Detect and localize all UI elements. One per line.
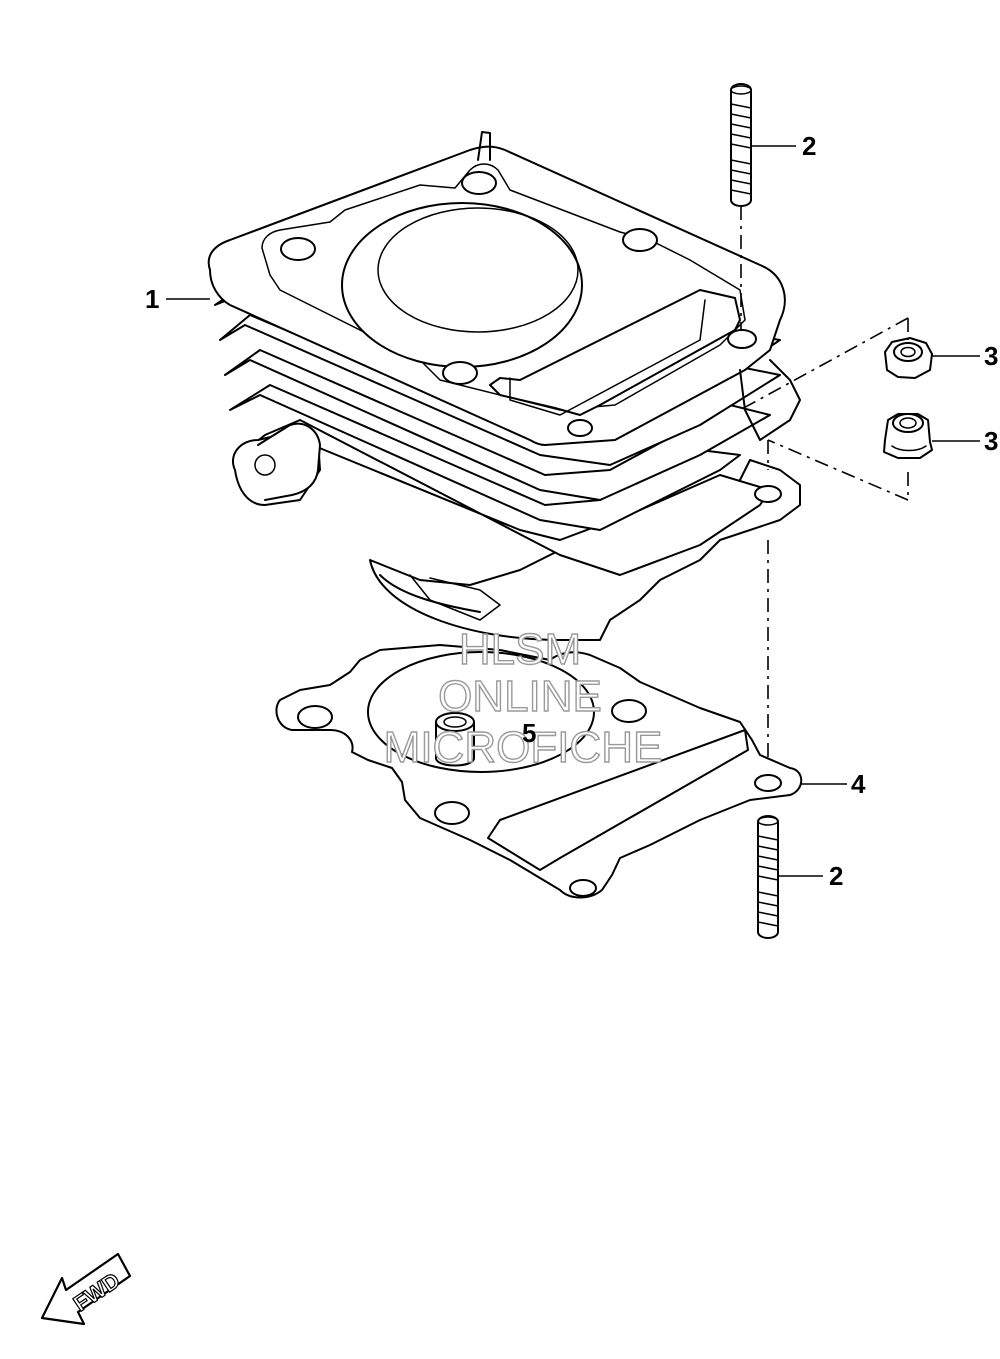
callout-stud-upper: 2	[802, 131, 816, 161]
stud-bolt-lower[interactable]	[757, 815, 779, 939]
dowel-pin[interactable]	[435, 712, 475, 767]
callout-pin: 5	[522, 718, 536, 748]
watermark-line-2: ONLINE	[438, 672, 602, 721]
flange-nut-upper[interactable]	[884, 337, 933, 379]
watermark: HLSM ONLINE MICROFICHE	[383, 624, 663, 772]
cylinder-part[interactable]	[207, 131, 801, 641]
fwd-arrow-icon: FWD	[40, 1252, 132, 1326]
watermark-line-1: HLSM	[459, 625, 581, 674]
watermark-line-3: MICROFICHE	[384, 723, 663, 772]
callout-nut-upper: 3	[984, 341, 998, 371]
cylinder-base-gasket[interactable]	[275, 644, 803, 899]
assembly-center-lines	[739, 206, 909, 760]
callout-cylinder: 1	[145, 284, 159, 314]
leader-lines	[166, 145, 980, 877]
callout-nut-lower: 3	[984, 426, 998, 456]
flange-nut-lower[interactable]	[883, 413, 933, 459]
stud-bolt-upper[interactable]	[730, 83, 752, 207]
callout-gasket: 4	[851, 769, 866, 799]
callout-stud-lower: 2	[829, 861, 843, 891]
